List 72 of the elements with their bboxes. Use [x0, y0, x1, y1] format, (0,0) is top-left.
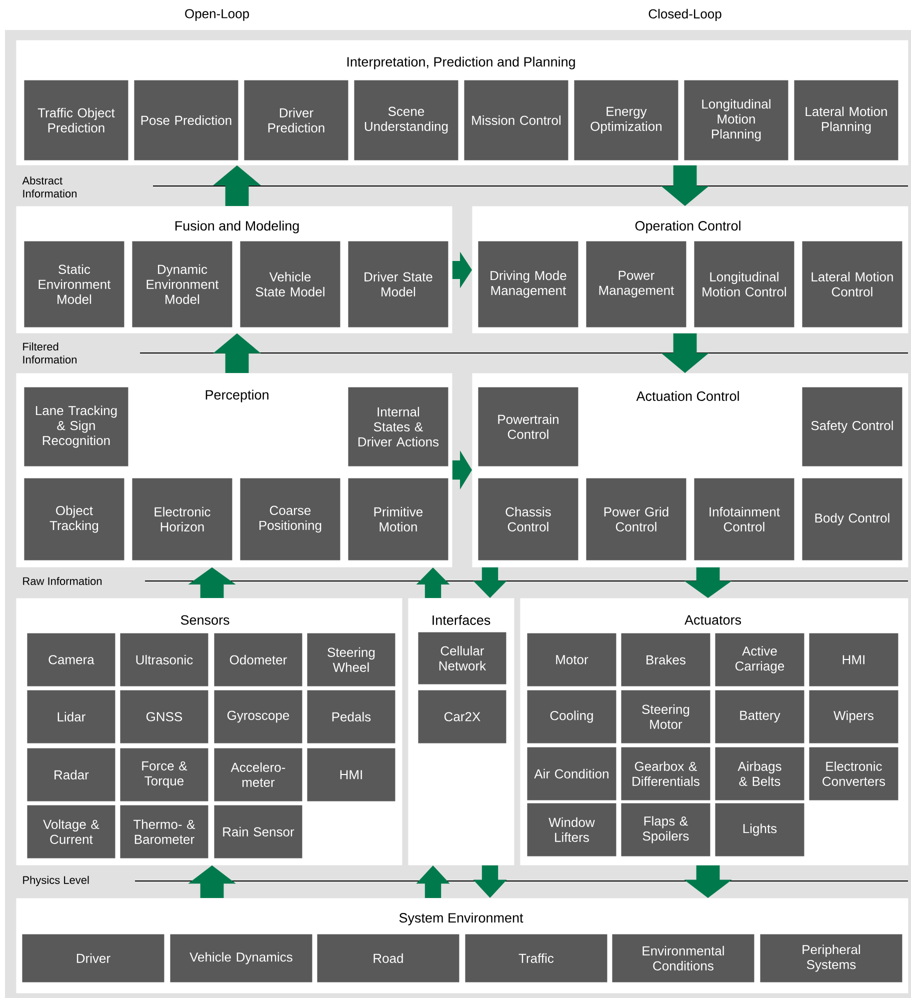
function-box: Driving Mode Management	[478, 241, 578, 328]
function-box: Flaps & Spoilers	[621, 803, 710, 856]
function-box: Voltage & Current	[27, 805, 116, 858]
function-box: Vehicle Dynamics	[170, 934, 312, 982]
function-box: Thermo- & Barometer	[120, 805, 208, 858]
function-box: Infotainment Control	[694, 478, 794, 560]
layer-label: Filtered Information	[23, 342, 76, 364]
function-box: Peripheral Systems	[760, 934, 902, 982]
function-box: Power Grid Control	[586, 478, 686, 560]
function-box: Traffic Object Prediction	[24, 80, 128, 160]
function-box: Powertrain Control	[478, 387, 578, 466]
function-box: Electronic Converters	[809, 747, 898, 800]
function-box: Vehicle State Model	[240, 241, 340, 328]
function-box: Steering Wheel	[307, 633, 396, 686]
function-box: GNSS	[120, 690, 208, 744]
function-box: Primitive Motion	[348, 478, 448, 560]
function-box: Driver	[22, 934, 164, 982]
function-box: Longitudinal Motion Control	[694, 241, 794, 328]
function-box: Environmental Conditions	[612, 934, 754, 982]
layer-label: Abstract Information	[22, 176, 76, 198]
function-box: Cooling	[527, 690, 616, 744]
function-box: Radar	[27, 748, 116, 802]
function-box: Driver Prediction	[244, 80, 348, 160]
function-box: Electronic Horizon	[132, 478, 232, 560]
layer-label: Raw Information	[23, 576, 102, 586]
function-box: Road	[317, 934, 460, 982]
function-box: Coarse Positioning	[240, 478, 340, 560]
function-box: Driver State Model	[348, 241, 448, 328]
function-box: Wipers	[809, 690, 898, 744]
function-box: Safety Control	[802, 387, 902, 466]
function-box: HMI	[809, 633, 898, 686]
function-box: HMI	[307, 748, 396, 802]
function-box: Object Tracking	[24, 478, 124, 560]
function-box: Lidar	[27, 690, 116, 744]
function-box: Ultrasonic	[120, 633, 208, 686]
function-box: Body Control	[802, 478, 902, 560]
function-box: Static Environment Model	[24, 241, 124, 328]
function-box: Power Management	[586, 241, 686, 328]
function-box: Pedals	[307, 690, 396, 744]
function-box: Longitudinal Motion Planning	[684, 80, 788, 160]
function-box: Mission Control	[464, 80, 568, 160]
column-label: Closed-Loop	[648, 8, 722, 22]
function-box: Pose Prediction	[134, 80, 238, 160]
function-box: Lateral Motion Planning	[794, 80, 898, 160]
column-label: Open-Loop	[185, 9, 249, 21]
function-box: Odometer	[214, 633, 302, 686]
function-box: Accelero- meter	[214, 748, 302, 802]
function-box: Window Lifters	[527, 803, 616, 856]
function-box: Lights	[715, 803, 804, 856]
function-box: Air Condition	[527, 747, 616, 800]
function-box: Car2X	[418, 690, 506, 744]
function-box: Steering Motor	[621, 690, 710, 744]
function-box: Scene Understanding	[354, 80, 458, 160]
function-box: Traffic	[465, 934, 608, 982]
function-box: Airbags & Belts	[715, 747, 804, 800]
function-box: Active Carriage	[715, 633, 804, 686]
function-box: Battery	[715, 690, 804, 744]
function-box: Dynamic Environment Model	[132, 241, 232, 328]
function-box: Rain Sensor	[214, 805, 302, 858]
function-box: Motor	[527, 633, 616, 686]
function-box: Brakes	[621, 633, 710, 686]
function-box: Internal States & Driver Actions	[348, 387, 448, 466]
function-box: Energy Optimization	[574, 80, 678, 160]
function-box: Lane Tracking & Sign Recognition	[24, 387, 128, 466]
function-box: Lateral Motion Control	[802, 241, 902, 328]
function-box: Cellular Network	[418, 632, 506, 684]
function-box: Camera	[27, 633, 116, 686]
layer-label: Physics Level	[23, 876, 89, 886]
function-box: Chassis Control	[478, 478, 578, 560]
function-box: Force & Torque	[120, 748, 208, 802]
function-box: Gyroscope	[214, 690, 302, 744]
function-box: Gearbox & Differentials	[621, 747, 710, 800]
